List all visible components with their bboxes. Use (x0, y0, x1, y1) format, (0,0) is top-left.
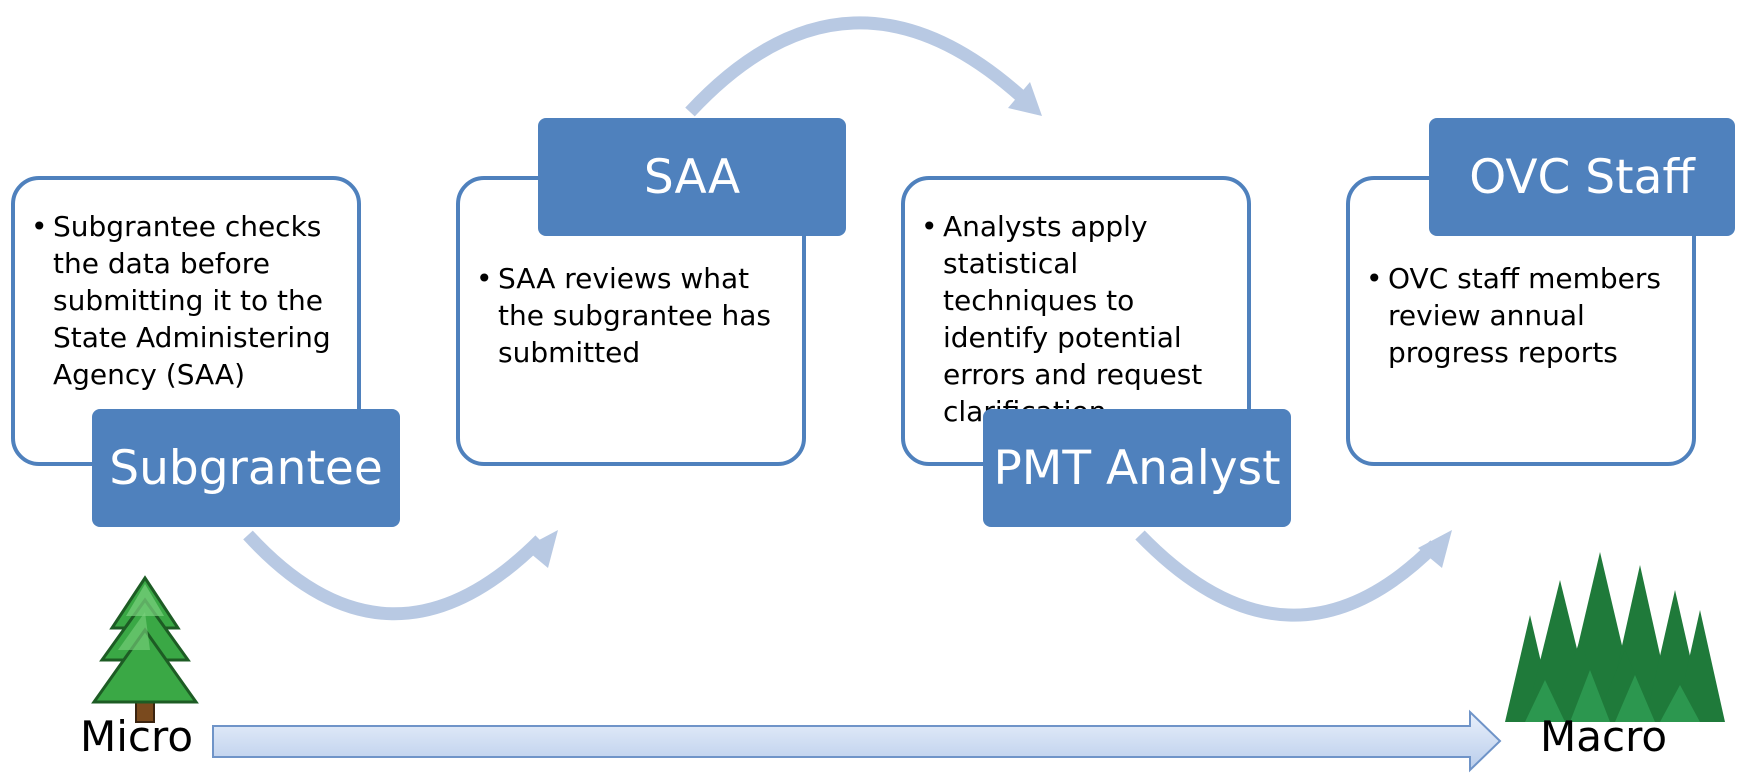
stage-description: SAA reviews what the subgrantee has subm… (476, 260, 782, 371)
macro-label: Macro (1540, 712, 1668, 761)
stage-label-saa: SAA (538, 118, 846, 236)
stage-description: Subgrantee checks the data before submit… (31, 208, 337, 393)
micro-label: Micro (80, 712, 194, 761)
stage-description: Analysts apply statistical techniques to… (921, 208, 1227, 430)
stage-label-subgrantee: Subgrantee (92, 409, 400, 527)
stage-label-ovc-staff: OVC Staff (1429, 118, 1735, 236)
curved-arrow-3 (1135, 530, 1452, 622)
stage-description: OVC staff members review annual progress… (1366, 260, 1672, 371)
micro-macro-arrow (212, 709, 1502, 773)
stage-label-pmt-analyst: PMT Analyst (983, 409, 1291, 527)
curved-arrow-2 (685, 16, 1042, 117)
curved-arrow-1 (243, 530, 558, 621)
